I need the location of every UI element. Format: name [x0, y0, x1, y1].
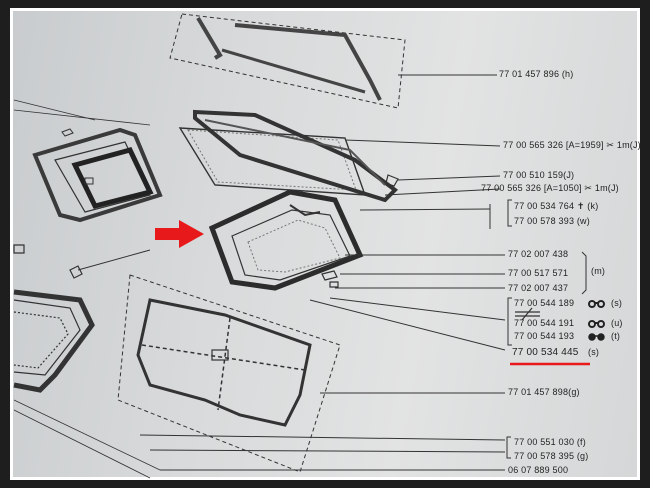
- part-suffix-s: (s): [611, 298, 623, 308]
- part-label-565326-a1959: 77 00 565 326 [A=1959] ✂ 1m(J): [503, 140, 641, 150]
- red-arrow-icon: [155, 220, 204, 248]
- part-label-h: 77 01 457 896 (h): [499, 69, 574, 79]
- lower-left-window-seal: [13, 289, 95, 393]
- part-label-534445-highlighted: 77 00 534 445: [512, 347, 579, 358]
- part-label-517571: 77 00 517 571: [508, 268, 569, 278]
- part-label-544193: 77 00 544 193: [514, 331, 575, 341]
- side-window-seal-2: [71, 147, 154, 209]
- parts-catalog-page: [10, 8, 640, 480]
- part-label-544189: 77 00 544 189: [514, 298, 575, 308]
- part-suffix-u: (u): [611, 318, 623, 328]
- seal-strip-h: [196, 16, 382, 101]
- part-group-m: (m): [591, 266, 606, 276]
- part-label-551030: 77 00 551 030 (f): [514, 437, 586, 447]
- part-label-534764: 77 00 534 764 ✝ (k): [514, 201, 599, 211]
- part-label-007437: 77 02 007 437: [508, 283, 569, 293]
- glasses-icon: [588, 320, 605, 328]
- part-label-510159: 77 00 510 159(J): [503, 170, 575, 180]
- part-label-578393: 77 00 578 393 (w): [514, 216, 590, 226]
- dashed-box-g: [117, 274, 341, 473]
- part-label-544191: 77 00 544 191: [514, 318, 575, 328]
- part-suffix-s-highlighted: (s): [588, 347, 600, 357]
- window-frame-g: [136, 298, 312, 427]
- glasses-icon: [588, 333, 605, 341]
- dashed-box-h: [169, 13, 406, 109]
- glasses-icon: [588, 300, 605, 308]
- part-label-565326-a1050: 77 00 565 326 [A=1050] ✂ 1m(J): [481, 183, 619, 193]
- part-label-g: 77 01 457 898(g): [508, 387, 580, 397]
- part-label-578395: 77 00 578 395 (g): [514, 451, 589, 461]
- part-suffix-t: (t): [611, 331, 621, 341]
- part-label-007438: 77 02 007 438: [508, 249, 569, 259]
- highlighted-window-seal: [208, 189, 364, 291]
- clip-part: [385, 174, 399, 187]
- side-window-seal-1: [32, 127, 163, 223]
- part-label-889500: 06 07 889 500: [508, 465, 569, 475]
